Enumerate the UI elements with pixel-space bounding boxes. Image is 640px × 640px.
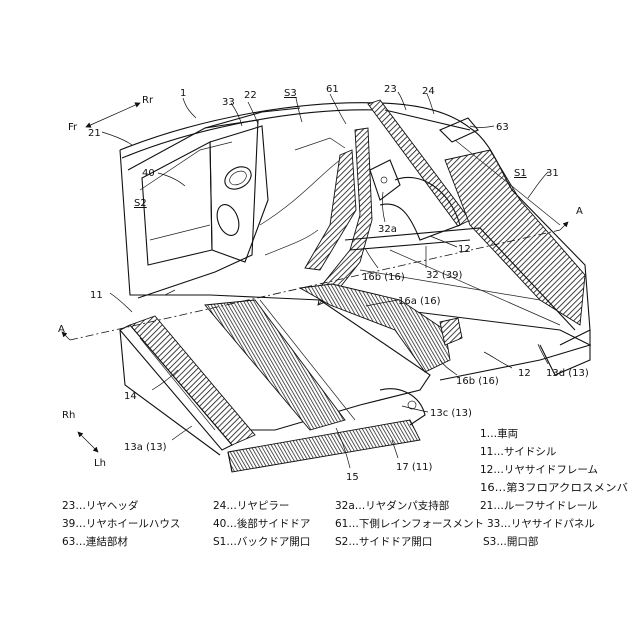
fr-label: Fr	[68, 122, 78, 133]
legend-bottom-item: S3…開口部	[483, 535, 538, 548]
label-12-lower: 12	[518, 368, 531, 379]
label-15: 15	[346, 472, 359, 483]
label-23: 23	[384, 84, 397, 95]
legend-right-item: 11…サイドシル	[480, 446, 556, 458]
legend-right-item: 12…リヤサイドフレーム	[480, 464, 598, 476]
orientation-fr-rr: Fr Rr	[68, 95, 154, 133]
rh-label: Rh	[62, 410, 75, 421]
legend-bottom-item: S2…サイドドア開口	[335, 536, 432, 548]
label-13c: 13c (13)	[430, 408, 472, 419]
label-31: 31	[546, 168, 559, 179]
section-mark-a-right: A	[576, 206, 583, 217]
legend-bottom-item: 39…リヤホイールハウス	[62, 518, 180, 530]
legend-right-item: 33…リヤサイドパネル	[487, 518, 595, 530]
legend-bottom-item: 24…リヤピラー	[213, 500, 289, 512]
label-17: 17 (11)	[396, 462, 433, 473]
label-24: 24	[422, 86, 435, 97]
lh-label: Lh	[94, 458, 106, 469]
label-32a: 32a	[378, 224, 397, 235]
legend-right-item: 21…ルーフサイドレール	[480, 500, 598, 512]
part-labels: 1 21 40 S2 33 22 S3 61 23 24 63 S1 31 32…	[88, 84, 589, 483]
label-40: 40	[142, 168, 155, 179]
section-line-a-a: A A	[58, 206, 583, 341]
label-11: 11	[90, 290, 103, 301]
legend-bottom: 23…リヤヘッダ 24…リヤピラー 32a…リヤダンパ支持部 39…リヤホイール…	[62, 499, 538, 548]
label-32-39: 32 (39)	[426, 270, 463, 281]
label-16b-upper: 16b (16)	[362, 272, 405, 283]
leader-lines	[101, 91, 549, 469]
label-s2: S2	[134, 198, 147, 209]
orientation-rh-lh: Rh Lh	[62, 410, 106, 469]
legend-right: 1…車両 11…サイドシル 12…リヤサイドフレーム 16…第3フロアクロスメン…	[480, 427, 629, 530]
label-16b-lower: 16b (16)	[456, 376, 499, 387]
label-s3: S3	[284, 88, 297, 99]
label-61: 61	[326, 84, 339, 95]
rr-label: Rr	[142, 95, 154, 106]
label-63: 63	[496, 122, 509, 133]
label-21: 21	[88, 128, 101, 139]
legend-bottom-item: 61…下側レインフォースメント	[335, 517, 484, 530]
label-s1: S1	[514, 168, 527, 179]
legend-bottom-item: 40…後部サイドドア	[213, 517, 310, 530]
legend-bottom-item: 23…リヤヘッダ	[62, 499, 139, 512]
label-13d: 13d (13)	[546, 368, 589, 379]
label-16a: 16a (16)	[398, 296, 441, 307]
label-12-upper: 12	[458, 244, 471, 255]
section-mark-a-left: A	[58, 324, 65, 335]
legend-right-item: 1…車両	[480, 427, 518, 440]
label-13a: 13a (13)	[124, 442, 167, 453]
legend-right-item: 16…第3フロアクロスメンバ	[480, 481, 629, 494]
vehicle-body-drawing	[119, 99, 592, 473]
label-33: 33	[222, 97, 235, 108]
label-1: 1	[180, 88, 186, 99]
label-22: 22	[244, 90, 257, 101]
label-14: 14	[124, 391, 137, 402]
legend-bottom-item: 63…連結部材	[62, 535, 128, 548]
legend-bottom-item: S1…バックドア開口	[213, 536, 310, 548]
legend-bottom-item: 32a…リヤダンパ支持部	[335, 499, 449, 512]
